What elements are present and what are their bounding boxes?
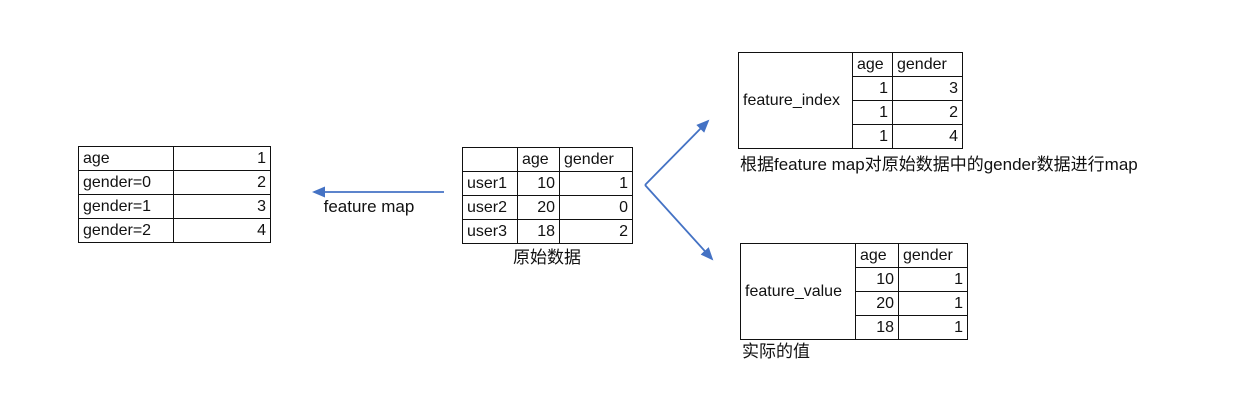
age-index-cell: 1 [852, 124, 893, 149]
feature-name-cell: gender=1 [78, 194, 174, 219]
feature-value-label-cell: feature_value [740, 243, 856, 340]
header-row: feature_value age gender [740, 243, 968, 340]
feature-map-arrow-label: feature map [323, 197, 415, 216]
feature-id-cell: 2 [173, 170, 271, 195]
column-header-age: age [855, 243, 899, 268]
gender-cell: 2 [559, 219, 633, 244]
table-row: 20 1 [741, 291, 968, 316]
feature-id-cell: 1 [173, 146, 271, 171]
column-header-gender: gender [559, 147, 633, 172]
feature-name-cell: gender=0 [78, 170, 174, 195]
age-value-cell: 20 [855, 291, 899, 316]
gender-cell: 0 [559, 195, 633, 220]
feature-id-cell: 3 [173, 194, 271, 219]
table-row: 1 2 [739, 100, 963, 125]
table-row: 18 1 [741, 315, 968, 340]
table-row: age 1 [78, 146, 271, 171]
feature-name-cell: gender=2 [78, 218, 174, 243]
gender-value-cell: 1 [898, 267, 968, 292]
age-index-cell: 1 [852, 100, 893, 125]
corner-cell [462, 147, 518, 172]
column-header-age: age [852, 52, 893, 77]
header-row: age gender [462, 147, 633, 172]
table-row: user1 10 1 [462, 171, 633, 196]
table-row: user3 18 2 [462, 219, 633, 244]
age-index-cell: 1 [852, 76, 893, 101]
feature-id-cell: 4 [173, 218, 271, 243]
age-cell: 18 [517, 219, 560, 244]
gender-index-cell: 2 [892, 100, 963, 125]
arrow-to-feature-value [644, 184, 714, 261]
user-cell: user2 [462, 195, 518, 220]
table-row: gender=2 4 [78, 218, 271, 243]
table-row: gender=0 2 [78, 170, 271, 195]
feature-name-cell: age [78, 146, 174, 171]
gender-index-cell: 4 [892, 124, 963, 149]
feature-index-table: feature_index age gender 1 3 1 2 1 4 [738, 52, 963, 149]
age-cell: 10 [517, 171, 560, 196]
table-row: gender=1 3 [78, 194, 271, 219]
column-header-age: age [517, 147, 560, 172]
table-row: user2 20 0 [462, 195, 633, 220]
feature-value-table: feature_value age gender 10 1 20 1 18 1 [740, 243, 968, 340]
feature-map-table: age 1 gender=0 2 gender=1 3 gender=2 4 [78, 146, 271, 243]
gender-value-cell: 1 [898, 291, 968, 316]
table-row: 1 3 [739, 76, 963, 101]
age-cell: 20 [517, 195, 560, 220]
gender-cell: 1 [559, 171, 633, 196]
table-row: 1 4 [739, 124, 963, 149]
original-data-table: age gender user1 10 1 user2 20 0 user3 1… [462, 147, 633, 244]
feature-index-caption: 根据feature map对原始数据中的gender数据进行map [740, 155, 1138, 174]
age-value-cell: 10 [855, 267, 899, 292]
user-cell: user1 [462, 171, 518, 196]
column-header-gender: gender [892, 52, 963, 77]
column-header-gender: gender [898, 243, 968, 268]
original-data-caption: 原始数据 [513, 248, 581, 267]
feature-value-caption: 实际的值 [742, 342, 810, 361]
header-row: feature_index age gender [738, 52, 963, 149]
user-cell: user3 [462, 219, 518, 244]
feature-index-label-cell: feature_index [738, 52, 853, 149]
gender-index-cell: 3 [892, 76, 963, 101]
gender-value-cell: 1 [898, 315, 968, 340]
arrow-to-feature-index [644, 119, 710, 186]
age-value-cell: 18 [855, 315, 899, 340]
